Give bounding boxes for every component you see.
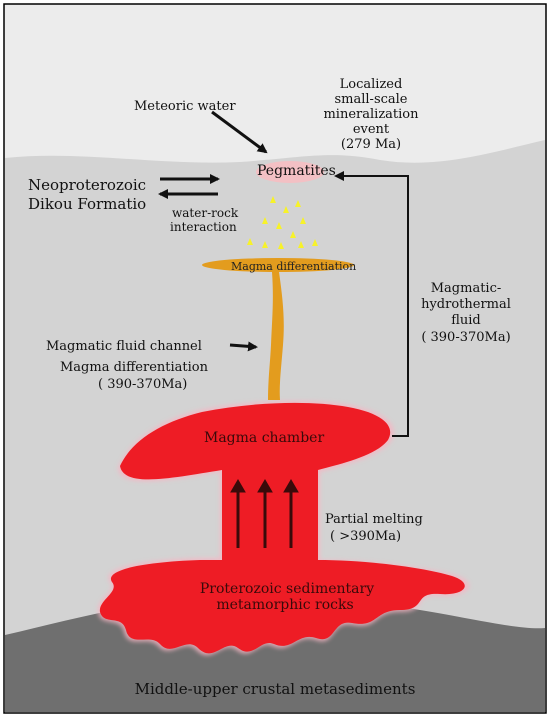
magmatic-hydrothermal-label: Magmatic- hydrothermal fluid ( 390-370Ma… (421, 281, 511, 345)
partial-melting-arrows (230, 479, 299, 548)
svg-text:Neoproterozoic: Neoproterozoic (28, 176, 146, 194)
svg-text:Magmatic-: Magmatic- (431, 281, 502, 296)
svg-text:Dikou Formatio: Dikou Formatio (28, 195, 146, 213)
neoproterozoic-label: Neoproterozoic Dikou Formatio (28, 176, 146, 213)
svg-text:Proterozoic sedimentary: Proterozoic sedimentary (200, 581, 374, 597)
magma-chamber-label: Magma chamber (204, 430, 324, 446)
magmatic-fluid-channel-label: Magmatic fluid channel (46, 339, 202, 354)
svg-text:mineralization: mineralization (323, 107, 419, 122)
magma-chamber-shape (99, 402, 465, 654)
differentiation-lens (202, 258, 354, 272)
magma-differentiation-lens-label: Magma differentiation (231, 260, 356, 273)
svg-text:Partial melting: Partial melting (325, 512, 423, 527)
svg-text:( 390-370Ma): ( 390-370Ma) (98, 377, 187, 392)
proterozoic-label: Proterozoic sedimentary metamorphic rock… (200, 581, 374, 613)
svg-text:(279 Ma): (279 Ma) (341, 137, 401, 152)
svg-text:interaction: interaction (170, 220, 237, 234)
pegmatite-body (256, 161, 324, 183)
crust-label: Middle-upper crustal metasediments (135, 680, 416, 698)
svg-text:( >390Ma): ( >390Ma) (330, 529, 401, 544)
pegmatites-label: Pegmatites (257, 163, 336, 179)
fluid-drops (247, 196, 318, 249)
magmatic-fluid-channel (268, 272, 284, 400)
svg-text:water-rock: water-rock (172, 206, 239, 220)
svg-text:hydrothermal: hydrothermal (421, 297, 511, 312)
hydrothermal-fluid-arrow (334, 171, 409, 437)
water-rock-label: water-rock interaction (170, 206, 239, 234)
localized-event-label: Localized small-scale mineralization eve… (323, 77, 419, 152)
svg-text:Magma differentiation: Magma differentiation (60, 360, 209, 375)
svg-text:( 390-370Ma): ( 390-370Ma) (421, 330, 510, 345)
partial-melting-label: Partial melting ( >390Ma) (325, 512, 423, 544)
svg-text:metamorphic rocks: metamorphic rocks (216, 597, 353, 613)
meteoric-water-arrow (211, 110, 268, 154)
svg-text:small-scale: small-scale (334, 92, 407, 107)
channel-pointer-arrow (229, 341, 258, 352)
svg-text:event: event (353, 122, 390, 137)
magma-differentiation-age-label: Magma differentiation ( 390-370Ma) (60, 360, 209, 392)
meteoric-water-label: Meteoric water (134, 99, 236, 114)
svg-text:fluid: fluid (451, 313, 481, 328)
magma-body (97, 400, 470, 656)
svg-text:Localized: Localized (340, 77, 403, 92)
